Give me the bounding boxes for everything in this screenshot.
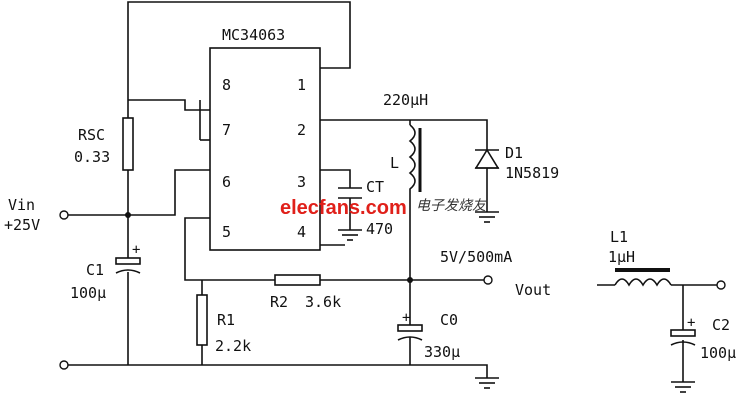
c1-capacitor: + bbox=[115, 242, 141, 274]
pin-2: 2 bbox=[297, 121, 306, 139]
rsc-ref: RSC bbox=[78, 126, 105, 144]
ground-icon bbox=[338, 229, 362, 241]
l1-ref: L1 bbox=[610, 228, 628, 246]
vout-rating: 5V/500mA bbox=[440, 248, 512, 266]
c1-value: 100μ bbox=[70, 284, 106, 302]
pin-8: 8 bbox=[222, 76, 231, 94]
c0-ref: C0 bbox=[440, 311, 458, 329]
junction bbox=[125, 212, 131, 218]
vout-terminal[interactable] bbox=[483, 275, 493, 285]
ground-icon bbox=[671, 381, 695, 393]
l-value: 220μH bbox=[383, 91, 428, 109]
c0-plus: + bbox=[402, 310, 410, 326]
c2-value: 100μ bbox=[700, 344, 736, 362]
pin-1: 1 bbox=[297, 76, 306, 94]
c2-capacitor: + bbox=[670, 315, 696, 346]
vout-label: Vout bbox=[515, 281, 551, 299]
c2-ref: C2 bbox=[712, 316, 730, 334]
watermark-cn: 电子发烧友 bbox=[416, 198, 488, 214]
filter-out-terminal[interactable] bbox=[716, 280, 726, 290]
ground-icon bbox=[475, 377, 499, 389]
pin-6: 6 bbox=[222, 173, 231, 191]
inductor-l1 bbox=[614, 268, 672, 287]
ct-capacitor bbox=[338, 187, 362, 199]
ic-body bbox=[209, 47, 321, 251]
r2-ref: R2 bbox=[270, 293, 288, 311]
inductor-l bbox=[408, 124, 422, 195]
d1-ref: D1 bbox=[505, 144, 523, 162]
gnd-terminal[interactable] bbox=[59, 360, 69, 370]
ic-name: MC34063 bbox=[222, 26, 285, 44]
pin-5: 5 bbox=[222, 223, 231, 241]
junction bbox=[407, 277, 413, 283]
vin-label: Vin bbox=[8, 196, 35, 214]
r2-value: 3.6k bbox=[305, 293, 341, 311]
c1-ref: C1 bbox=[86, 261, 104, 279]
vin-value: +25V bbox=[4, 216, 40, 234]
r2-resistor bbox=[274, 274, 321, 286]
r1-ref: R1 bbox=[217, 311, 235, 329]
d1-value: 1N5819 bbox=[505, 164, 559, 182]
rsc-resistor bbox=[122, 117, 134, 171]
c0-capacitor: + bbox=[397, 310, 423, 341]
ground-icon bbox=[475, 211, 499, 223]
vin-terminal[interactable] bbox=[59, 210, 69, 220]
l1-value: 1μH bbox=[608, 248, 635, 266]
r1-value: 2.2k bbox=[215, 337, 251, 355]
wires bbox=[68, 1, 717, 382]
pin-4: 4 bbox=[297, 223, 306, 241]
pin-7: 7 bbox=[222, 121, 231, 139]
c0-value: 330μ bbox=[424, 343, 460, 361]
c1-plus: + bbox=[132, 242, 140, 258]
pin-3: 3 bbox=[297, 173, 306, 191]
c2-plus: + bbox=[687, 315, 695, 331]
r1-resistor bbox=[196, 294, 208, 346]
rsc-value: 0.33 bbox=[74, 148, 110, 166]
watermark-brand: elecfans.com bbox=[280, 197, 407, 219]
l-ref: L bbox=[390, 154, 399, 172]
diode-d1 bbox=[474, 148, 500, 169]
ct-value: 470 bbox=[366, 220, 393, 238]
ct-ref: CT bbox=[366, 178, 384, 196]
